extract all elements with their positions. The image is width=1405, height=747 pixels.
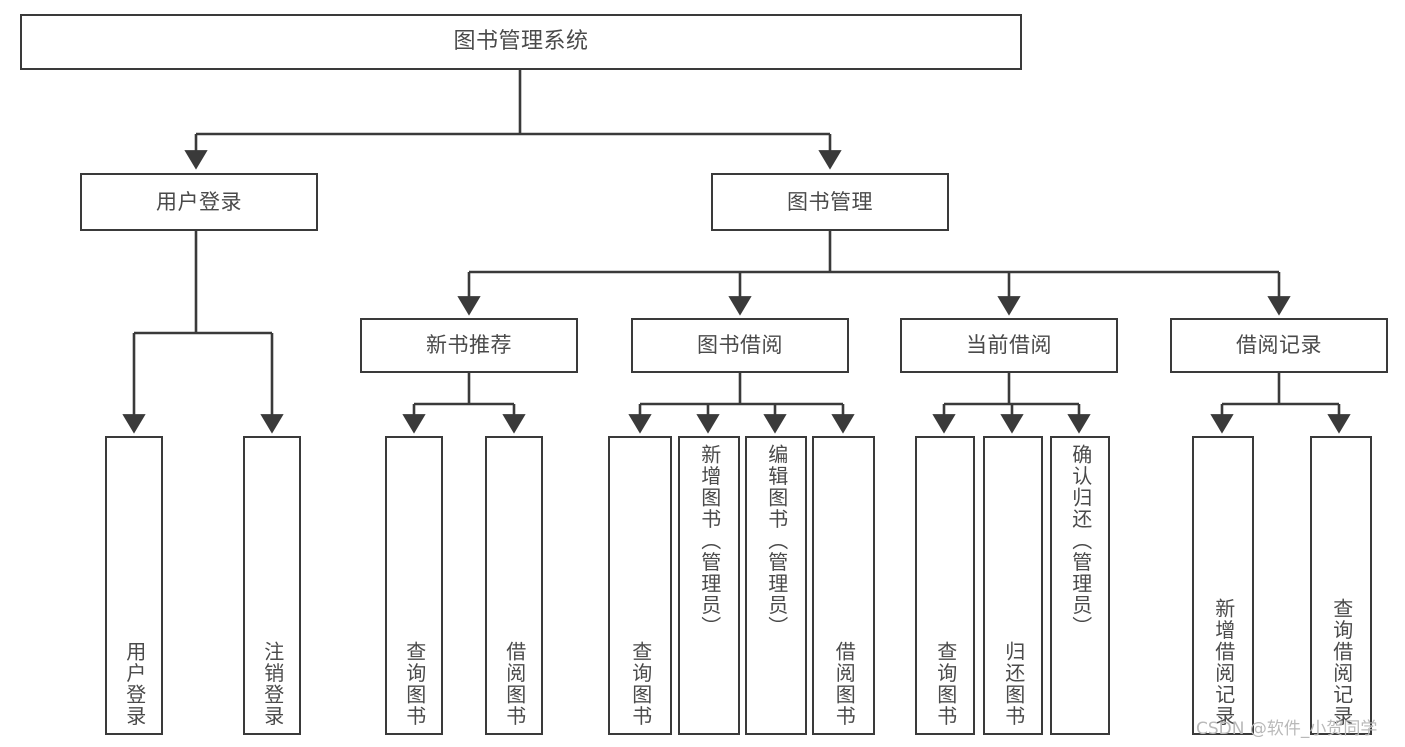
node-label: 新增图书（管理员） [697, 444, 722, 638]
node-user-login[interactable]: 用户登录 [80, 173, 318, 231]
node-label: 图书管理系统 [453, 29, 589, 54]
leaf-borrow-book-recommend[interactable]: 借阅图书 [485, 436, 543, 735]
node-book-management[interactable]: 图书管理 [711, 173, 949, 231]
node-label: 归还图书 [1001, 641, 1026, 727]
node-new-book-recommend[interactable]: 新书推荐 [360, 318, 578, 373]
leaf-edit-book-admin[interactable]: 编辑图书（管理员） [745, 436, 807, 735]
leaf-add-borrow-record[interactable]: 新增借阅记录 [1192, 436, 1254, 735]
node-label: 当前借阅 [966, 333, 1052, 357]
leaf-borrow-book[interactable]: 借阅图书 [812, 436, 875, 735]
leaf-query-book-borrow[interactable]: 查询图书 [608, 436, 672, 735]
node-label: 用户登录 [156, 189, 242, 214]
node-label: 注销登录 [260, 641, 285, 727]
node-borrow-record[interactable]: 借阅记录 [1170, 318, 1388, 373]
node-label: 借阅图书 [832, 641, 857, 727]
node-current-borrow[interactable]: 当前借阅 [900, 318, 1118, 373]
leaf-add-book-admin[interactable]: 新增图书（管理员） [678, 436, 740, 735]
node-label: 新书推荐 [426, 333, 512, 357]
leaf-query-book-recommend[interactable]: 查询图书 [385, 436, 443, 735]
watermark-text: CSDN @软件_小贺同学 [1196, 719, 1378, 739]
node-label: 确认归还（管理员） [1068, 444, 1093, 638]
node-label: 查询图书 [402, 641, 427, 727]
node-label: 查询图书 [933, 641, 958, 727]
leaf-confirm-return-admin[interactable]: 确认归还（管理员） [1050, 436, 1110, 735]
node-book-borrow[interactable]: 图书借阅 [631, 318, 849, 373]
leaf-return-book[interactable]: 归还图书 [983, 436, 1043, 735]
node-label: 借阅记录 [1236, 333, 1322, 357]
leaf-query-borrow-record[interactable]: 查询借阅记录 [1310, 436, 1372, 735]
node-label: 图书管理 [787, 189, 873, 214]
node-label: 查询图书 [628, 641, 653, 727]
leaf-logout[interactable]: 注销登录 [243, 436, 301, 735]
node-root-system[interactable]: 图书管理系统 [20, 14, 1022, 70]
node-label: 查询借阅记录 [1329, 598, 1354, 727]
leaf-query-book-current[interactable]: 查询图书 [915, 436, 975, 735]
node-label: 图书借阅 [697, 333, 783, 357]
node-label: 编辑图书（管理员） [764, 444, 789, 638]
node-label: 用户登录 [122, 641, 147, 727]
node-label: 新增借阅记录 [1211, 598, 1236, 727]
leaf-user-login[interactable]: 用户登录 [105, 436, 163, 735]
node-label: 借阅图书 [502, 641, 527, 727]
